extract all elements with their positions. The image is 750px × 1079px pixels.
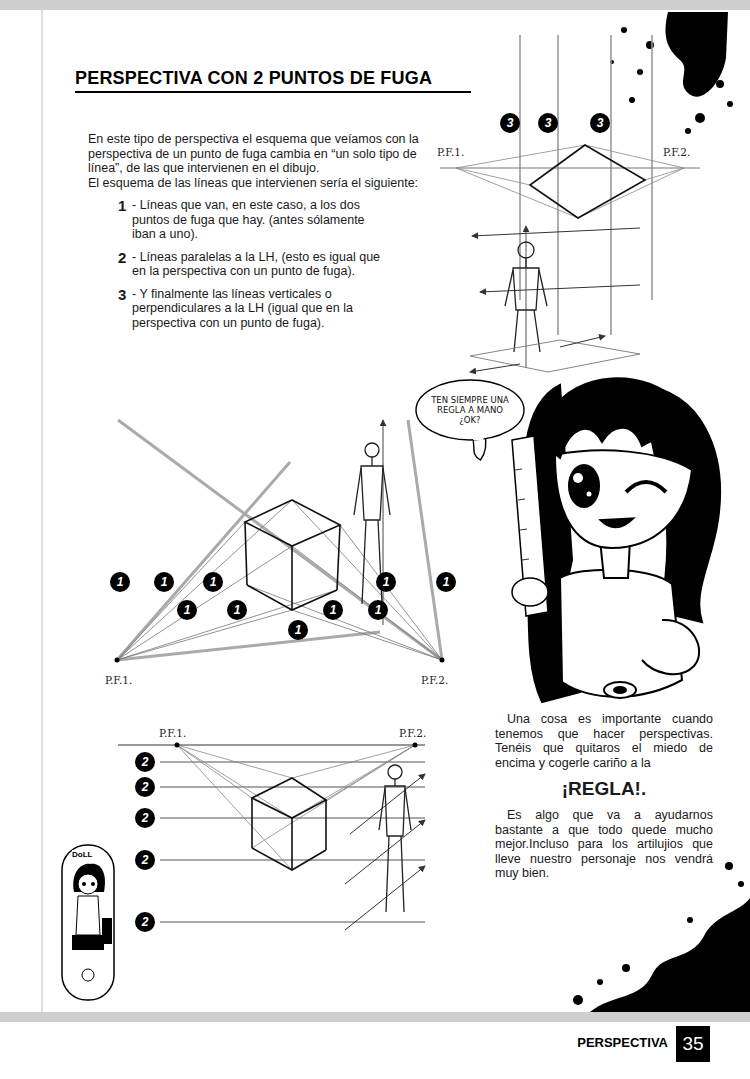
callout-number: 1: [110, 572, 130, 592]
perspective-sketch-bottom: [118, 743, 425, 931]
callout-number: 1: [376, 572, 396, 592]
callout-number: 2: [135, 777, 155, 797]
title-underline: [75, 91, 471, 93]
node-text: 35: [680, 1026, 706, 1062]
callout-number: 1: [323, 600, 343, 620]
body-text: Es algo que va a ayudarnos bastante a qu…: [495, 808, 713, 881]
list-number: 3: [118, 287, 132, 331]
callout-number: 3: [500, 113, 520, 133]
top-bar: [0, 0, 750, 10]
list-text: - Líneas que van, en este caso, a los do…: [132, 198, 390, 242]
section-footer: PERSPECTIVA: [520, 1035, 668, 1050]
callout-number: 2: [135, 912, 155, 932]
list-text: - Y finalmente las líneas verticales o p…: [132, 287, 390, 331]
speech-bubble: TEN SIEMPRE UNA REGLA A MANO ¿OK?: [418, 382, 522, 438]
vanishing-point-label: P.F.1.: [104, 674, 133, 686]
callout-number: 3: [590, 113, 610, 133]
list-item: 2- Líneas paralelas a la LH, (esto es ig…: [118, 250, 390, 279]
callout-number: 1: [154, 572, 174, 592]
page-title: PERSPECTIVA CON 2 PUNTOS DE FUGA: [75, 68, 432, 89]
vanishing-point-label: P.F.2.: [420, 674, 449, 686]
vanishing-point-label: P.F.2.: [398, 727, 427, 739]
emphasis-text: ¡REGLA!.: [495, 778, 713, 800]
perspective-sketch-middle: [115, 420, 445, 663]
intro-column: En este tipo de perspectiva el esquema q…: [88, 132, 428, 330]
body-text: El esquema de las líneas que intervienen…: [88, 176, 428, 191]
callout-number: 1: [177, 600, 197, 620]
bottom-bar: [0, 1012, 750, 1022]
callout-number: 2: [135, 808, 155, 828]
callout-number: 2: [135, 850, 155, 870]
perspective-sketch-top: [440, 35, 700, 372]
list-number: 1: [118, 198, 132, 242]
callout-number: 1: [227, 600, 247, 620]
list-number: 2: [118, 250, 132, 279]
list-item: 1- Líneas que van, en este caso, a los d…: [118, 198, 390, 242]
callout-number: 1: [288, 620, 308, 640]
page-edge: [42, 10, 43, 1012]
callout-number: 1: [203, 572, 223, 592]
list-item: 3- Y finalmente las líneas verticales o …: [118, 287, 390, 331]
board-text: DoLL: [72, 850, 92, 859]
callout-number: 2: [135, 752, 155, 772]
list-text: - Líneas paralelas a la LH, (esto es igu…: [132, 250, 390, 279]
side-column: Una cosa es importante cuando tenemos qu…: [495, 712, 713, 881]
callout-number: 3: [538, 113, 558, 133]
vanishing-point-label: P.F.1.: [158, 727, 187, 739]
callout-number: 1: [368, 600, 388, 620]
vanishing-point-label: P.F.1.: [436, 146, 465, 158]
skateboard-drawing: [62, 845, 114, 1000]
girl-illustration: [512, 378, 720, 702]
callout-number: 1: [436, 572, 456, 592]
body-text: Una cosa es importante cuando tenemos qu…: [495, 712, 713, 770]
page-number-box: 35: [676, 1026, 710, 1062]
body-text: En este tipo de perspectiva el esquema q…: [88, 132, 428, 176]
node-text: TEN SIEMPRE UNA REGLA A MANO ¿OK?: [430, 395, 510, 425]
vanishing-point-label: P.F.2.: [662, 146, 691, 158]
